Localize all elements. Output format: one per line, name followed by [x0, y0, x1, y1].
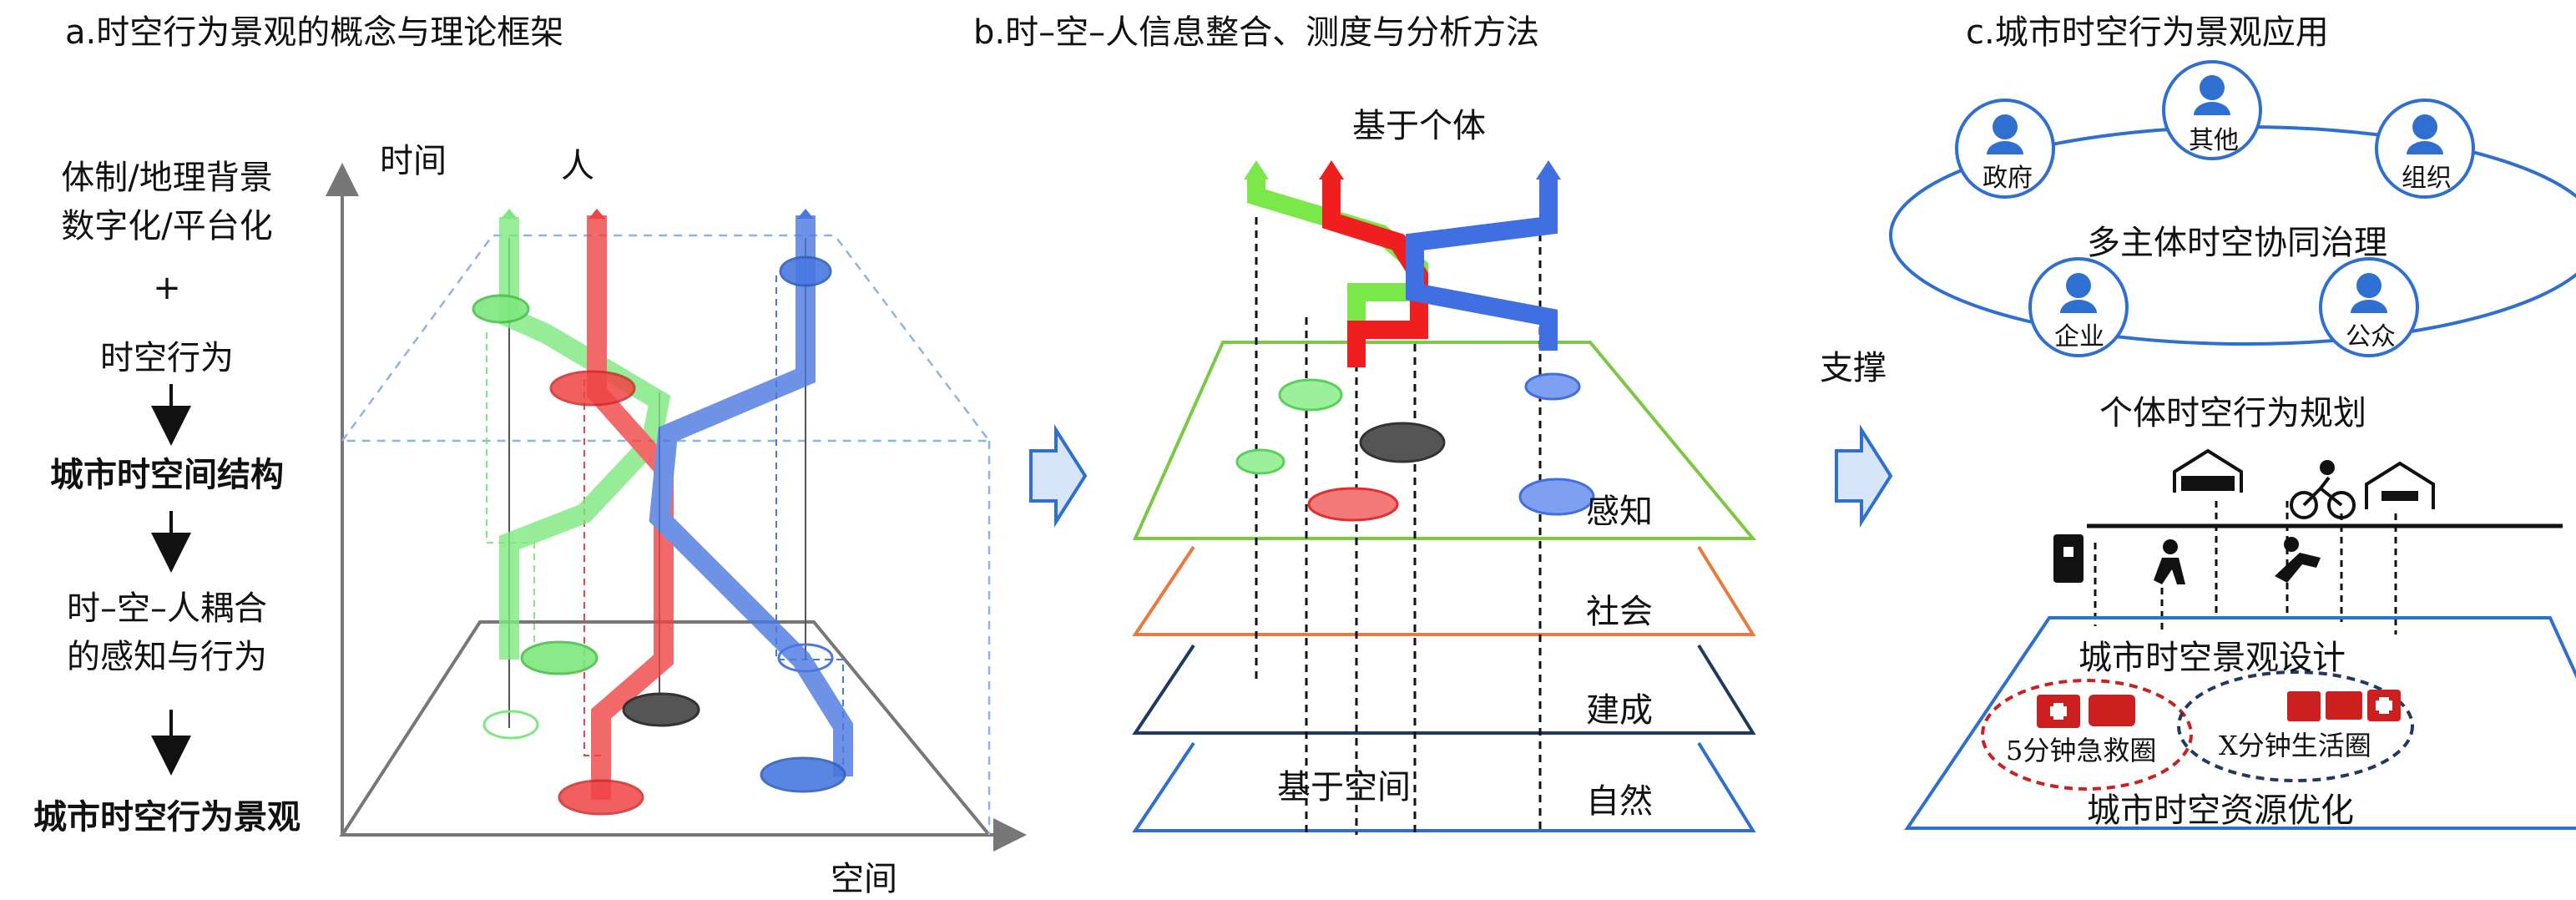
- flow-digital: 数字化/平台化: [61, 207, 273, 245]
- layer-built: [1132, 644, 1756, 735]
- phone-icon: [2053, 534, 2084, 583]
- layer-perception-label: 感知: [1586, 493, 1653, 531]
- running-icon: [2154, 539, 2185, 584]
- label-space-based: 基于空间: [1277, 768, 1411, 806]
- dashed-box: [341, 234, 992, 835]
- cart-icon: [2326, 691, 2362, 720]
- red-trajectory: [587, 215, 674, 800]
- flow-structure: 城市时空间结构: [50, 456, 284, 494]
- governance-label: 多主体时空协同治理: [2087, 224, 2387, 262]
- panel-a-title: a.时空行为景观的概念与理论框架: [65, 13, 564, 52]
- layer-natural: [1132, 741, 1756, 832]
- actor-government-label: 政府: [1983, 164, 2033, 193]
- axis-space-label: 空间: [831, 860, 897, 898]
- flow-context: 体制/地理背景: [61, 159, 273, 197]
- book-icon: [2287, 691, 2321, 721]
- panel-c-title: c.城市时空行为景观应用: [1966, 13, 2329, 52]
- axis-time-label: 时间: [380, 142, 447, 180]
- layer-social: [1132, 545, 1756, 636]
- panel-b-title: b.时–空–人信息整合、测度与分析方法: [973, 13, 1540, 52]
- life-circle: [2177, 670, 2414, 782]
- circle-x-label: X分钟生活圈: [2219, 730, 2371, 761]
- circle-5min-label: 5分钟急救圈: [2006, 735, 2157, 766]
- flow-behavior: 时空行为: [100, 339, 234, 377]
- work-icon: [2275, 537, 2321, 583]
- flow-plus: +: [153, 269, 181, 307]
- emergency-circle: [1981, 679, 2193, 791]
- panel-c: c.城市时空行为景观应用 支撑: [1811, 0, 2576, 895]
- panel-b: b.时–空–人信息整合、测度与分析方法: [972, 0, 1893, 895]
- arrow-a-to-b: [1029, 424, 1088, 528]
- actor-organization-label: 组织: [2402, 164, 2452, 193]
- ambulance-icon: [2089, 695, 2135, 726]
- layer-perception: [1132, 341, 1757, 540]
- planning-label: 个体时空行为规划: [2099, 394, 2366, 432]
- actor-other-label: 其他: [2189, 126, 2239, 155]
- resource-label: 城市时空资源优化: [2087, 791, 2354, 830]
- flow-coupling-1: 时–空–人耦合: [67, 589, 267, 628]
- home-sleep-icon: [2173, 448, 2243, 493]
- arrow-b-to-c: [1835, 424, 1893, 528]
- actor-enterprise-label: 企业: [2054, 322, 2104, 351]
- design-label: 城市时空景观设计: [2078, 639, 2346, 677]
- home-office-icon: [2365, 461, 2435, 509]
- blue-trajectory-b: [1406, 175, 1558, 351]
- resource-trapezoid: [1904, 616, 2576, 830]
- panel-b-graphic: [1029, 160, 1893, 835]
- flow-landscape: 城市时空行为景观: [33, 798, 301, 837]
- layer-social-label: 社会: [1586, 593, 1653, 631]
- bicycle-icon: [2290, 460, 2356, 519]
- axis-person-label: 人: [561, 147, 594, 185]
- layer-built-label: 建成: [1586, 691, 1653, 730]
- panel-a-graphic: [151, 163, 1027, 852]
- panel-a: a.时空行为景观的概念与理论框架 体制/地理背景 数字化/平台化 + 时空行为 …: [0, 0, 1027, 898]
- flow-coupling-2: 的感知与行为: [67, 638, 267, 676]
- support-label: 支撑: [1820, 349, 1887, 387]
- blue-trajectory: [649, 215, 853, 776]
- actor-public-label: 公众: [2346, 322, 2396, 351]
- panel-c-graphic: [1889, 60, 2576, 830]
- label-individual: 基于个体: [1352, 107, 1486, 145]
- layer-natural-label: 自然: [1586, 782, 1653, 821]
